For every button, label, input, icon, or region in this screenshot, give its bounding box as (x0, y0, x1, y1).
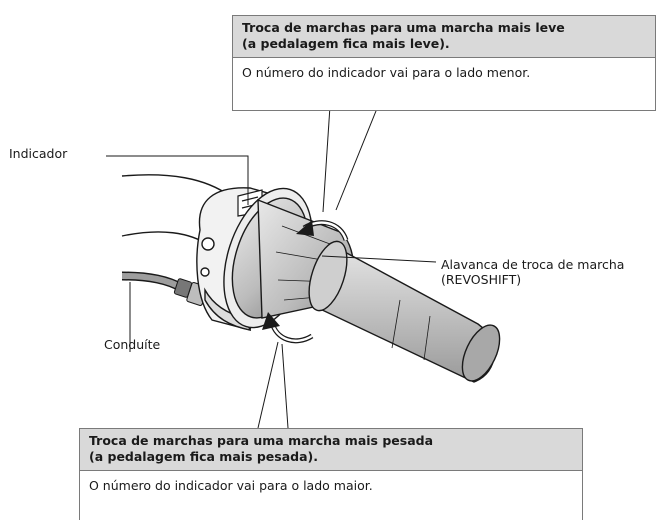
callout-heavier-gear: Troca de marchas para uma marcha mais pe… (79, 428, 583, 520)
callout-lighter-title-line2: (a pedalagem fica mais leve). (242, 36, 450, 51)
conduit-cable (121, 271, 208, 306)
label-alavanca-line2: (REVOSHIFT) (441, 272, 522, 287)
callout-lighter-gear: Troca de marchas para uma marcha mais le… (232, 15, 656, 111)
label-indicador: Indicador (9, 146, 68, 161)
arrow-upshift-icon (296, 220, 349, 242)
twist-grip (223, 187, 355, 329)
callout-heavier-title-line2: (a pedalagem fica mais pesada). (89, 449, 318, 464)
label-alavanca: Alavanca de troca de marcha (REVOSHIFT) (441, 257, 624, 287)
callout-heavier-body: O número do indicador vai para o lado ma… (89, 478, 373, 493)
leader-lines (106, 105, 437, 429)
callout-lighter-title: Troca de marchas para uma marcha mais le… (233, 16, 655, 58)
label-alavanca-line1: Alavanca de troca de marcha (441, 257, 625, 272)
handlebar-grip (308, 240, 501, 383)
callout-heavier-title-line1: Troca de marchas para uma marcha mais pe… (89, 433, 434, 448)
arrow-downshift-icon (262, 312, 314, 344)
callout-heavier-title: Troca de marchas para uma marcha mais pe… (80, 429, 582, 471)
callout-lighter-body: O número do indicador vai para o lado me… (242, 65, 531, 80)
label-conduite: Conduíte (104, 337, 161, 352)
callout-lighter-title-line1: Troca de marchas para uma marcha mais le… (242, 20, 565, 35)
